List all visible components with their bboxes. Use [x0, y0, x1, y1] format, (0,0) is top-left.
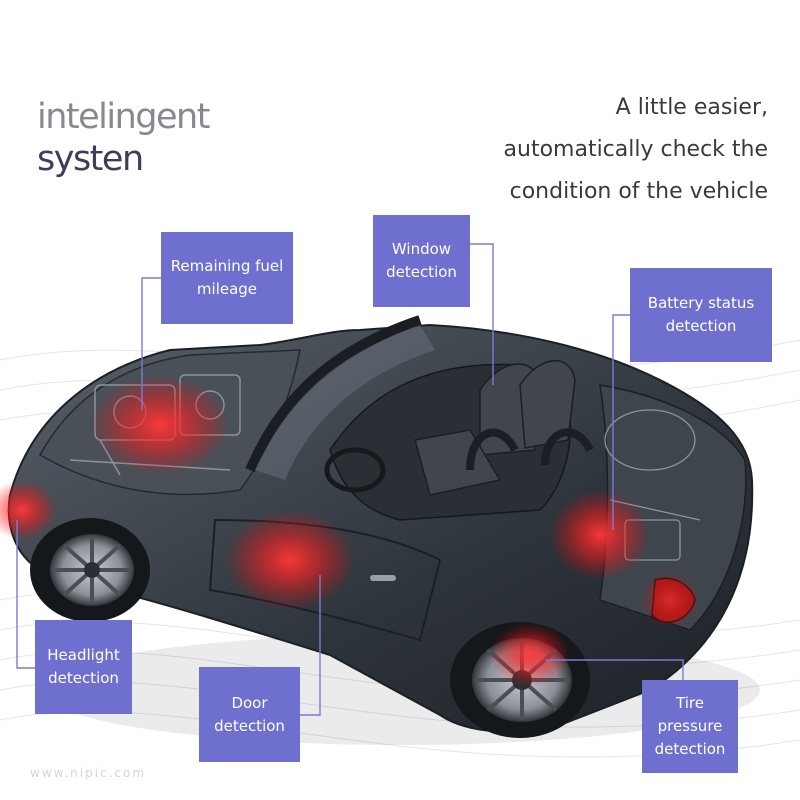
- label-headlight-line-2: detection: [48, 669, 119, 687]
- roll-bars: [466, 428, 594, 471]
- label-fuel-line-1: Remaining fuel: [170, 257, 284, 275]
- tagline-line-1: A little easier,: [615, 95, 768, 120]
- label-headlight-detection: Headlight detection: [35, 620, 132, 714]
- glow-engine: [90, 375, 230, 475]
- glow-tire: [490, 623, 570, 687]
- label-headlight-line-1: Headlight: [47, 646, 120, 664]
- glow-headlight: [0, 480, 57, 540]
- windshield-glass: [255, 325, 435, 480]
- label-tire-line-1: Tire: [676, 694, 704, 712]
- brand-line-2: systen: [37, 139, 144, 179]
- front-wheel: [30, 518, 150, 622]
- label-window-line-2: detection: [386, 263, 457, 281]
- brand-line-1: intelingent: [37, 97, 210, 137]
- label-door-line-2: detection: [214, 716, 285, 735]
- glow-battery: [550, 490, 650, 580]
- tagline-line-3: condition of the vehicle: [509, 179, 768, 204]
- label-battery-status: Battery status detection: [630, 268, 772, 362]
- label-battery-line-1: Battery status: [647, 294, 755, 312]
- windshield-frame: [245, 315, 422, 472]
- label-tire-pressure: Tire pressure detection: [642, 680, 738, 773]
- label-tire-line-2: pressure: [657, 717, 723, 735]
- label-window-detection: Window detection: [373, 215, 470, 307]
- steering-wheel: [324, 447, 386, 493]
- label-door-detection: Door detection: [199, 667, 300, 762]
- label-door-line-1: Door: [231, 693, 268, 712]
- glow-taillight: [640, 572, 700, 628]
- label-window-line-1: Window: [391, 240, 452, 258]
- label-tire-line-3: detection: [654, 740, 726, 758]
- label-fuel-line-2: mileage: [196, 280, 258, 298]
- brand-title: intelingent systen: [37, 96, 210, 180]
- tagline: A little easier, automatically check the…: [408, 87, 768, 213]
- rear-section: [599, 384, 747, 631]
- label-battery-line-2: detection: [665, 317, 737, 335]
- watermark: www.nipic.com: [30, 766, 147, 780]
- door-handle: [370, 575, 396, 581]
- glow-door: [225, 510, 355, 610]
- label-remaining-fuel: Remaining fuel mileage: [161, 232, 293, 324]
- tagline-line-2: automatically check the: [503, 137, 768, 162]
